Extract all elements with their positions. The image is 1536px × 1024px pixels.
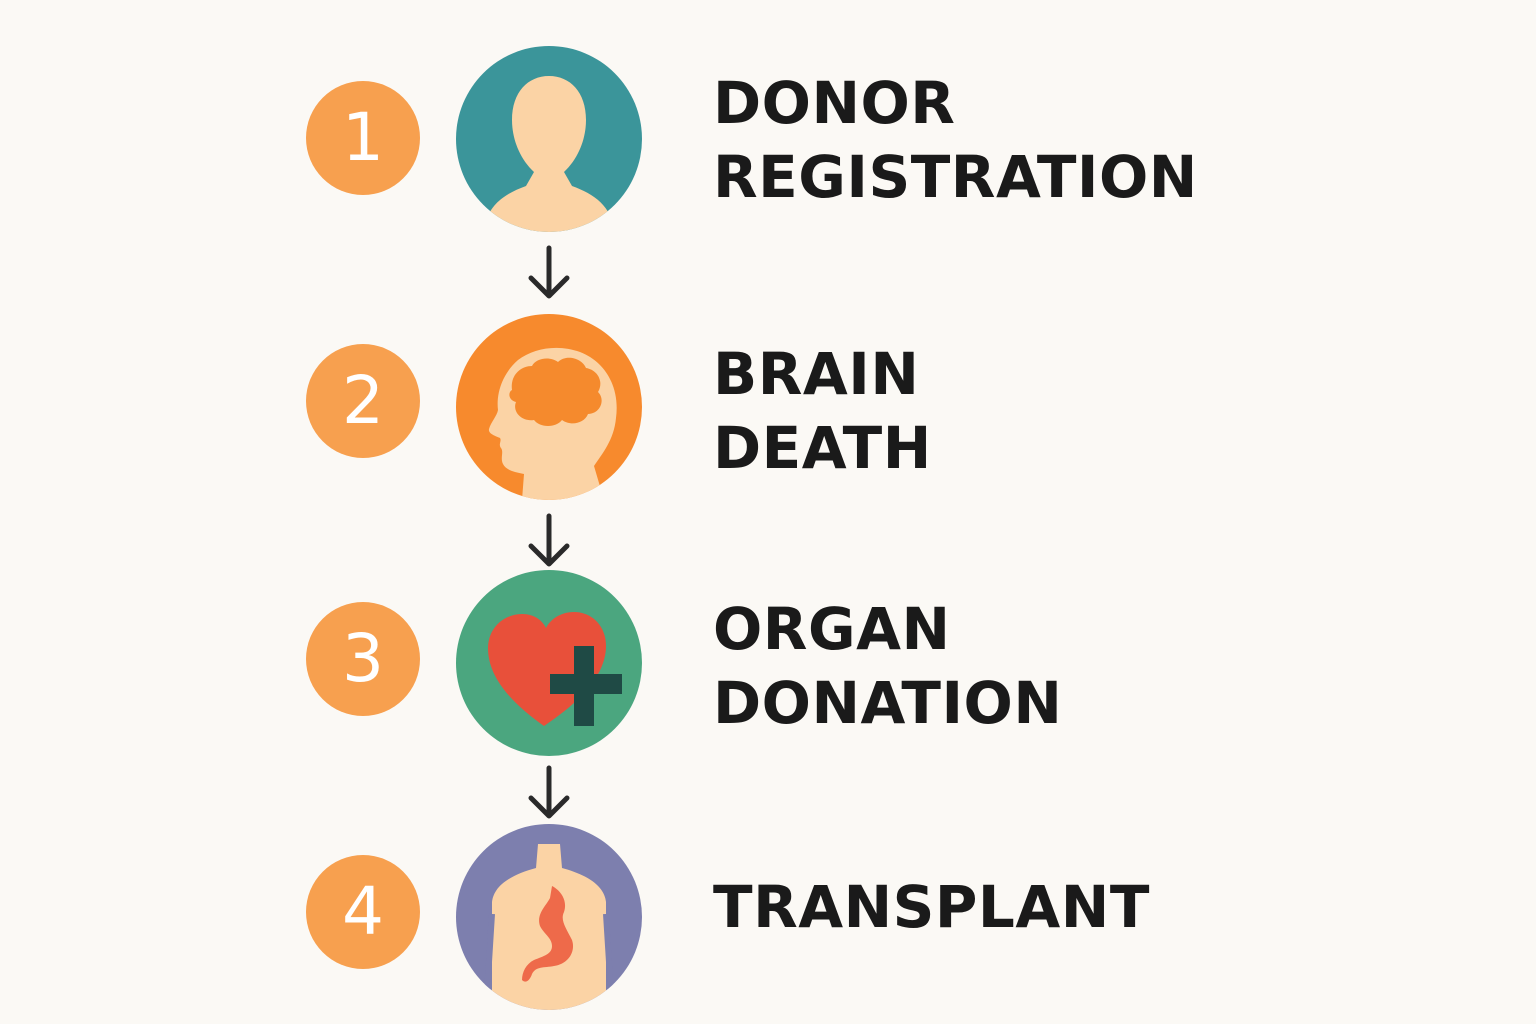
step-1-label-line1: DONOR xyxy=(713,69,956,137)
step-2-label-line1: BRAIN xyxy=(713,340,920,408)
arrow-down-icon xyxy=(522,764,576,822)
step-3-icon-circle xyxy=(456,570,642,756)
step-4-number-badge: 4 xyxy=(306,855,420,969)
step-3-label-line1: ORGAN xyxy=(713,595,951,663)
step-4-label-line1: TRANSPLANT xyxy=(713,873,1150,941)
step-3-label-line2: DONATION xyxy=(713,669,1063,737)
step-1-label-line2: REGISTRATION xyxy=(713,143,1198,211)
heart-cross-icon xyxy=(456,570,642,756)
step-1-icon-circle xyxy=(456,46,642,232)
arrow-down-icon xyxy=(522,512,576,570)
brain-head-icon xyxy=(456,314,642,500)
person-icon xyxy=(456,46,642,232)
step-4-icon-circle xyxy=(456,824,642,1010)
step-2-label: BRAIN DEATH xyxy=(713,337,932,485)
step-3-label: ORGAN DONATION xyxy=(713,592,1062,740)
arrow-down-icon xyxy=(522,244,576,302)
step-2-icon-circle xyxy=(456,314,642,500)
step-4-label: TRANSPLANT xyxy=(713,870,1150,944)
step-2-label-line2: DEATH xyxy=(713,414,932,482)
step-1-number-badge: 1 xyxy=(306,81,420,195)
torso-organ-icon xyxy=(456,824,642,1010)
step-3-number-badge: 3 xyxy=(306,602,420,716)
step-1-label: DONOR REGISTRATION xyxy=(713,66,1198,214)
step-2-number-badge: 2 xyxy=(306,344,420,458)
